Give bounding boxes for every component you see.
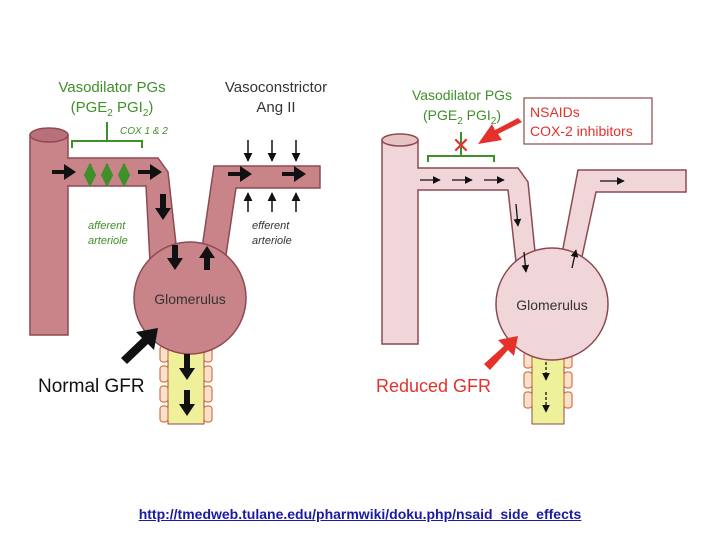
left-afferent-label-1: afferent — [88, 220, 126, 232]
right-inhibitor-box — [523, 97, 653, 145]
left-artery-opening — [29, 127, 69, 143]
left-efferent-vessel — [199, 165, 321, 263]
right-efferent-vessel — [559, 169, 687, 267]
left-pressure-arrow — [121, 328, 158, 364]
left-vasodilator-types: (PGE2 PGI2) — [71, 99, 154, 119]
right-flow-arrows — [420, 176, 625, 413]
left-vasoconstrictor-title: Vasoconstrictor — [225, 79, 327, 96]
right-inhibitor-line2: COX-2 inhibitors — [530, 123, 633, 139]
right-pressure-arrow — [484, 336, 518, 370]
source-link-row: http://tmedweb.tulane.edu/pharmwiki/doku… — [0, 506, 720, 522]
left-vasodilator-title: Vasodilator PGs — [58, 79, 165, 96]
left-glomerulus-label: Glomerulus — [154, 291, 226, 307]
left-efferent-label-1: efferent — [252, 220, 290, 232]
left-efferent-label-2: arteriole — [252, 235, 292, 247]
right-caption: Reduced GFR — [376, 376, 491, 396]
right-panel: Glomerulus ✕ NSAIDs COX-2 inhibitors Vas… — [376, 87, 687, 425]
left-afferent-label-2: arteriole — [88, 235, 128, 247]
right-vasodilator-title: Vasodilator PGs — [412, 87, 512, 103]
right-inhibitor-line1: NSAIDs — [530, 104, 580, 120]
left-vasodilation-arrows — [83, 162, 131, 188]
left-flow-arrows — [52, 164, 306, 416]
right-glomerulus-label: Glomerulus — [516, 297, 588, 313]
right-glomerulus — [495, 247, 609, 361]
right-tubule-cells — [523, 351, 573, 409]
right-inhibition-arrow — [478, 118, 522, 144]
right-artery-opening — [381, 133, 419, 147]
source-url-link[interactable]: http://tmedweb.tulane.edu/pharmwiki/doku… — [138, 506, 582, 522]
left-panel: Glomerulus — [29, 79, 327, 425]
right-vasodilator-types: (PGE2 PGI2) — [423, 107, 501, 127]
left-cox-label: COX 1 & 2 — [120, 126, 168, 137]
left-pg-bracket — [71, 122, 143, 148]
right-block-mark: ✕ — [452, 133, 470, 158]
left-constrictor-arrows — [243, 140, 301, 212]
left-tubule-cells — [159, 345, 213, 423]
left-vasoconstrictor-sub: Ang II — [256, 99, 295, 116]
left-caption: Normal GFR — [38, 376, 145, 397]
right-pg-bracket — [427, 132, 495, 162]
